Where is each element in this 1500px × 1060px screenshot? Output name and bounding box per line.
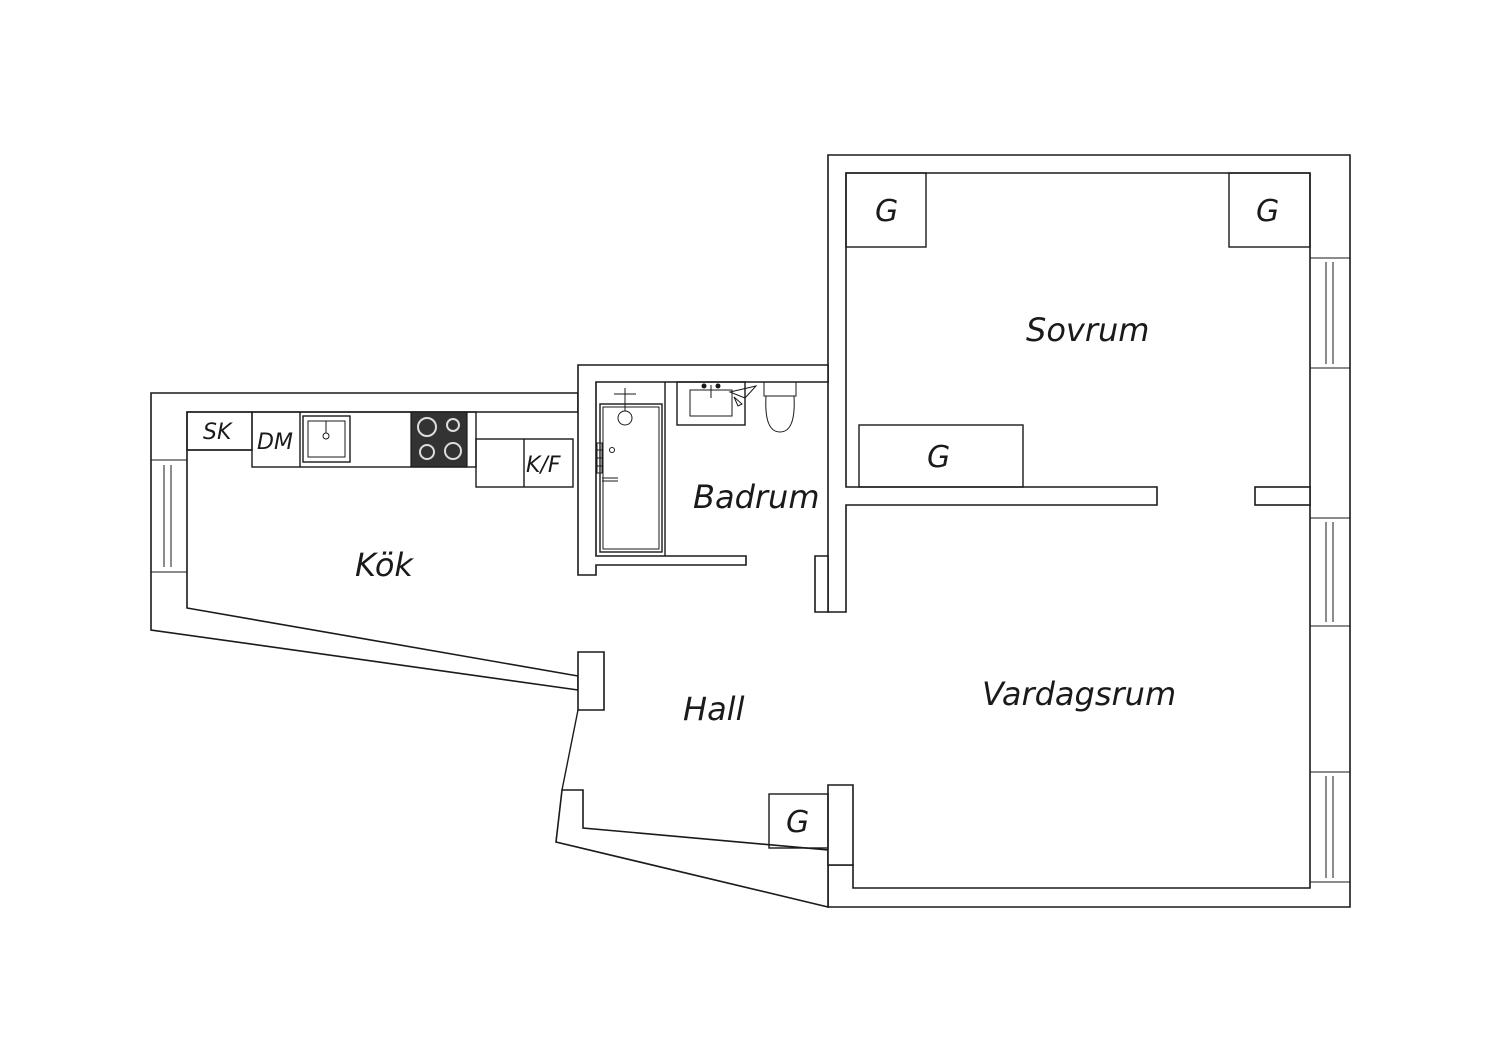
kitchen-counter bbox=[186, 411, 574, 488]
label-sk: SK bbox=[203, 420, 233, 445]
towel-hook-icon bbox=[728, 385, 758, 407]
room-label-hall: Hall bbox=[683, 690, 745, 728]
label-kf: K/F bbox=[526, 453, 561, 478]
wardrobe-label-sovrum-right: G bbox=[1256, 194, 1279, 229]
wall-hall-west bbox=[561, 709, 579, 791]
toilet-icon bbox=[763, 381, 797, 433]
radiator-icon bbox=[596, 442, 603, 474]
wardrobe-label-sovrum-left: G bbox=[875, 194, 898, 229]
wardrobe-sovrum-right bbox=[1228, 172, 1311, 248]
washbasin-icon bbox=[676, 381, 746, 426]
wall-partition-right bbox=[1254, 486, 1311, 506]
window-sovrum bbox=[1309, 257, 1351, 369]
wardrobe-sovrum-bottom bbox=[858, 424, 1024, 488]
wall-hall bbox=[555, 651, 854, 909]
wardrobe-label-sovrum-bottom: G bbox=[927, 440, 950, 475]
label-dm: DM bbox=[257, 430, 293, 455]
wardrobe-sovrum-left bbox=[845, 172, 927, 248]
window-vardagsrum-2 bbox=[1309, 771, 1351, 883]
window-vardagsrum-1 bbox=[1309, 517, 1351, 627]
room-label-badrum: Badrum bbox=[693, 478, 819, 516]
room-label-sovrum: Sovrum bbox=[1026, 311, 1149, 349]
wardrobe-label-hall: G bbox=[786, 805, 809, 840]
shower-rail-icon bbox=[602, 477, 618, 482]
room-label-kok: Kök bbox=[355, 546, 414, 584]
stove-icon bbox=[410, 411, 468, 468]
window-kok bbox=[150, 459, 188, 573]
room-label-vardagsrum: Vardagsrum bbox=[982, 675, 1176, 713]
shower-icon bbox=[599, 388, 663, 553]
wall-badrum bbox=[577, 364, 829, 613]
wall-right-block bbox=[827, 154, 1351, 908]
kitchen-sink-icon bbox=[302, 415, 351, 463]
